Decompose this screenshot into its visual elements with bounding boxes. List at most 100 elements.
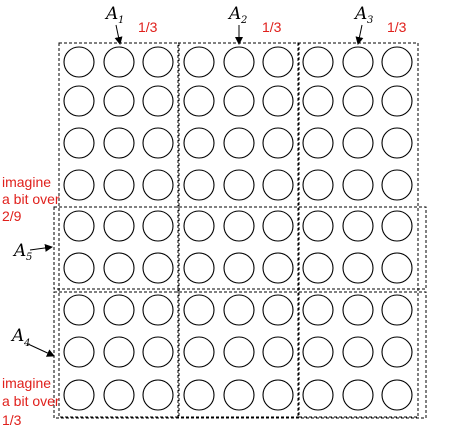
label-a2: A 2 <box>227 4 247 26</box>
grid-circle <box>63 379 95 411</box>
grid-circle <box>302 379 334 411</box>
note-a5-line-1: imagine <box>2 174 51 190</box>
label-a5: A 5 <box>12 241 32 263</box>
grid-circle <box>103 169 135 201</box>
note-a4: imagine a bit over 1/3 <box>2 375 60 428</box>
fraction-a1: 1/3 <box>138 19 158 35</box>
label-a1: A 1 <box>104 4 124 26</box>
grid-circle <box>183 210 215 242</box>
grid-circle <box>103 127 135 159</box>
grid-circle <box>262 210 294 242</box>
label-a4-letter: A <box>10 326 24 346</box>
grid-circle <box>142 46 174 78</box>
grid-circle <box>262 336 294 368</box>
grid-circle <box>142 294 174 326</box>
grid-circle <box>302 46 334 78</box>
grid-circle <box>183 336 215 368</box>
grid-circle <box>342 336 374 368</box>
grid-circle <box>63 127 95 159</box>
grid-circle <box>142 379 174 411</box>
grid-circle <box>223 379 255 411</box>
grid-circle <box>183 379 215 411</box>
grid-circle <box>223 336 255 368</box>
grid-circle <box>262 379 294 411</box>
grid-circle <box>142 252 174 284</box>
grid-circle <box>342 127 374 159</box>
region-a3-box <box>297 42 419 418</box>
grid-circle <box>381 127 413 159</box>
grid-circle <box>381 210 413 242</box>
note-a5-line-3: 2/9 <box>2 208 22 224</box>
label-a4-index: 4 <box>23 338 30 349</box>
grid-circle <box>302 210 334 242</box>
grid-circle <box>302 336 334 368</box>
grid-circle <box>342 294 374 326</box>
grid-circle <box>63 210 95 242</box>
grid-circle <box>262 127 294 159</box>
grid-circle <box>381 336 413 368</box>
region-a1-box <box>58 42 180 418</box>
fraction-a2: 1/3 <box>262 19 282 35</box>
grid-circle <box>223 127 255 159</box>
grid-circle <box>262 252 294 284</box>
grid-circle <box>142 169 174 201</box>
label-a2-letter: A <box>227 4 241 24</box>
label-a3: A 3 <box>353 4 373 26</box>
grid-circle <box>342 379 374 411</box>
grid-circle <box>183 85 215 117</box>
fraction-a3: 1/3 <box>387 19 407 35</box>
grid-circle <box>63 85 95 117</box>
label-a1-letter: A <box>104 4 118 24</box>
grid-circle <box>63 336 95 368</box>
grid-circle <box>223 294 255 326</box>
note-a4-line-1: imagine <box>2 375 51 391</box>
grid-circle <box>142 85 174 117</box>
grid-circle <box>183 294 215 326</box>
note-a5: imagine a bit over 2/9 <box>2 174 60 224</box>
grid-circle <box>342 252 374 284</box>
grid-circle <box>103 252 135 284</box>
grid-circle <box>262 294 294 326</box>
grid-circle <box>142 336 174 368</box>
grid-circle <box>63 294 95 326</box>
grid-circle <box>63 252 95 284</box>
note-a4-line-3: 1/3 <box>2 412 22 428</box>
grid-circle <box>302 294 334 326</box>
grid-circle <box>381 294 413 326</box>
grid-circle <box>103 336 135 368</box>
arrow-a4 <box>27 343 55 357</box>
grid-circle <box>103 85 135 117</box>
grid-circle <box>223 210 255 242</box>
grid-circle <box>183 127 215 159</box>
arrow-a1 <box>114 24 123 45</box>
circle-grid <box>63 46 413 411</box>
grid-circle <box>183 169 215 201</box>
grid-circle <box>223 169 255 201</box>
grid-circle <box>381 169 413 201</box>
grid-circle <box>381 85 413 117</box>
label-a1-index: 1 <box>118 15 124 26</box>
region-a5-box <box>53 206 427 290</box>
region-a4-box <box>53 291 427 419</box>
grid-circle <box>262 169 294 201</box>
grid-circle <box>63 169 95 201</box>
label-a5-letter: A <box>12 241 26 261</box>
grid-circle <box>223 46 255 78</box>
region-a2-box <box>177 42 300 418</box>
grid-circle <box>103 46 135 78</box>
grid-circle <box>342 85 374 117</box>
grid-circle <box>381 46 413 78</box>
grid-circle <box>302 169 334 201</box>
note-a4-line-2: a bit over <box>2 393 60 409</box>
grid-circle <box>142 127 174 159</box>
grid-circle <box>63 46 95 78</box>
grid-circle <box>381 252 413 284</box>
label-a3-letter: A <box>353 4 367 24</box>
label-a2-index: 2 <box>240 15 247 26</box>
grid-circle <box>262 85 294 117</box>
grid-circle <box>183 252 215 284</box>
label-a5-index: 5 <box>26 252 32 263</box>
grid-circle <box>342 46 374 78</box>
label-a3-index: 3 <box>367 15 373 26</box>
